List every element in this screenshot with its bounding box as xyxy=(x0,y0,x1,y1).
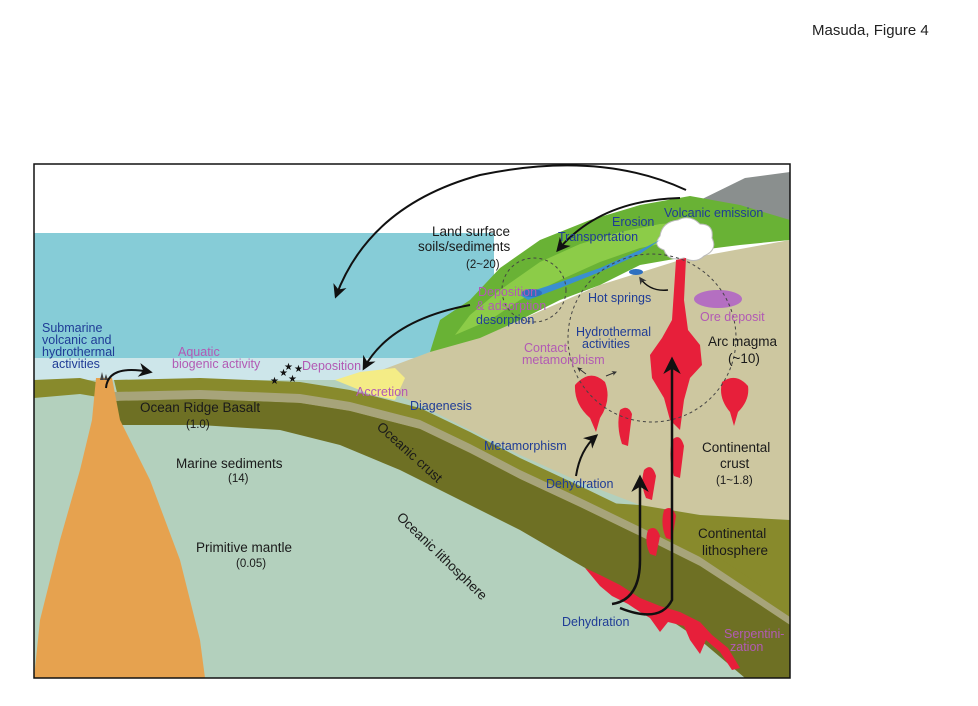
hot-spring-pool xyxy=(629,269,643,275)
label-ocean-ridge-basalt-value: (1.0) xyxy=(186,419,210,431)
label-primitive-mantle-value: (0.05) xyxy=(236,558,266,570)
label-dehydration-lower: Dehydration xyxy=(562,615,629,629)
biogenic-particles: ★ ★ ★ ★ ★ xyxy=(270,362,303,387)
magma-blob-1 xyxy=(574,375,608,432)
label-hot-springs: Hot springs xyxy=(588,291,651,305)
label-volcanic-emission: Volcanic emission xyxy=(664,206,763,220)
label-deposition-sea: Deposition xyxy=(302,359,361,373)
oceanic-crust-band xyxy=(114,390,790,625)
process-arrows xyxy=(105,164,687,616)
magma-blob-4 xyxy=(670,437,684,478)
deposition-pool xyxy=(522,289,542,297)
label-serpentini-1: Serpentini- xyxy=(724,627,784,641)
label-submarine-4: activities xyxy=(52,357,100,371)
land-surface-light xyxy=(455,222,690,335)
label-primitive-mantle: Primitive mantle xyxy=(196,540,292,555)
magma-slab-roots xyxy=(585,568,740,670)
label-diagenesis: Diagenesis xyxy=(410,399,472,413)
svg-text:★: ★ xyxy=(288,374,297,385)
label-continental-crust-1: Continental xyxy=(702,440,770,455)
label-submarine-3: hydrothermal xyxy=(42,345,115,359)
label-aquatic-2: biogenic activity xyxy=(172,357,261,371)
arrow-metamorphism-dehydration xyxy=(575,434,599,477)
svg-text:★: ★ xyxy=(270,376,279,387)
figure-caption: Masuda, Figure 4 xyxy=(812,22,929,39)
label-land-surface-value: (2~20) xyxy=(466,259,500,271)
ridge-upwelling xyxy=(34,378,205,678)
hydrothermal-vent xyxy=(100,372,108,380)
label-arc-magma: Arc magma xyxy=(708,334,778,349)
label-ore-deposit: Ore deposit xyxy=(700,310,765,324)
arrow-volcanic-to-land xyxy=(556,197,681,253)
label-submarine-1: Submarine xyxy=(42,321,102,335)
label-desorption: desorption xyxy=(476,313,534,327)
label-continental-litho-1: Continental xyxy=(698,526,766,541)
svg-text:★: ★ xyxy=(284,362,293,373)
label-hydrothermal-1: Hydrothermal xyxy=(576,325,651,339)
label-continental-crust-value: (1~1.8) xyxy=(716,475,753,487)
label-ocean-ridge-basalt: Ocean Ridge Basalt xyxy=(140,400,260,415)
arrow-vent-to-water xyxy=(105,363,153,389)
label-land-surface-1: Land surface xyxy=(432,224,510,239)
arrow-land-to-sea xyxy=(362,304,471,371)
arrow-volcanic-to-sea xyxy=(333,164,687,299)
label-deposition-land: Deposition xyxy=(478,285,537,299)
label-continental-crust-2: crust xyxy=(720,456,750,471)
arrow-hot-spring xyxy=(639,276,669,291)
magma-blob-2 xyxy=(721,377,749,426)
label-transportation: Transportation xyxy=(558,230,638,244)
accretion-wedge xyxy=(335,368,405,400)
label-submarine-2: volcanic and xyxy=(42,333,112,347)
label-continental-litho-2: lithosphere xyxy=(702,543,768,558)
label-adsorption: & adsorption xyxy=(476,299,546,313)
magma-main-conduit xyxy=(650,258,702,430)
label-marine-sediments: Marine sediments xyxy=(176,456,283,471)
label-erosion: Erosion xyxy=(612,215,654,229)
marine-sediment-layer-left xyxy=(34,378,104,398)
svg-text:★: ★ xyxy=(279,368,288,379)
label-metamorphism: Metamorphism xyxy=(484,439,567,453)
label-aquatic-1: Aquatic xyxy=(178,345,220,359)
arrow-contact-small-1 xyxy=(577,367,587,375)
transport-stream xyxy=(520,240,660,300)
ore-deposit-shape xyxy=(694,290,742,308)
label-marine-sediments-value: (14) xyxy=(228,473,249,485)
land-surface-cycle-circle xyxy=(501,257,567,323)
hydrothermal-cycle-circle xyxy=(567,253,737,423)
label-accretion: Accretion xyxy=(356,385,408,399)
label-contact-1: Contact xyxy=(524,341,568,355)
label-land-surface-2: soils/sediments xyxy=(418,239,511,254)
arrow-arc-magma-rise xyxy=(619,356,681,616)
diagram-frame xyxy=(33,163,791,679)
label-contact-2: metamorphism xyxy=(522,353,605,367)
volcanic-cloud xyxy=(656,217,715,262)
label-dehydration-upper: Dehydration xyxy=(546,477,613,491)
diagram-layers: ★ ★ ★ ★ ★ xyxy=(34,164,790,678)
arrow-slab-dehydration xyxy=(611,474,649,606)
magma-blob-3 xyxy=(618,407,632,446)
sea-area xyxy=(34,233,494,361)
svg-text:★: ★ xyxy=(294,364,303,375)
arrow-contact-small-2 xyxy=(605,371,617,377)
label-serpentini-2: zation xyxy=(730,640,763,654)
label-arc-magma-value: (~10) xyxy=(728,351,760,366)
label-hydrothermal-2: activities xyxy=(582,337,630,351)
magma-blob-7 xyxy=(646,528,660,556)
